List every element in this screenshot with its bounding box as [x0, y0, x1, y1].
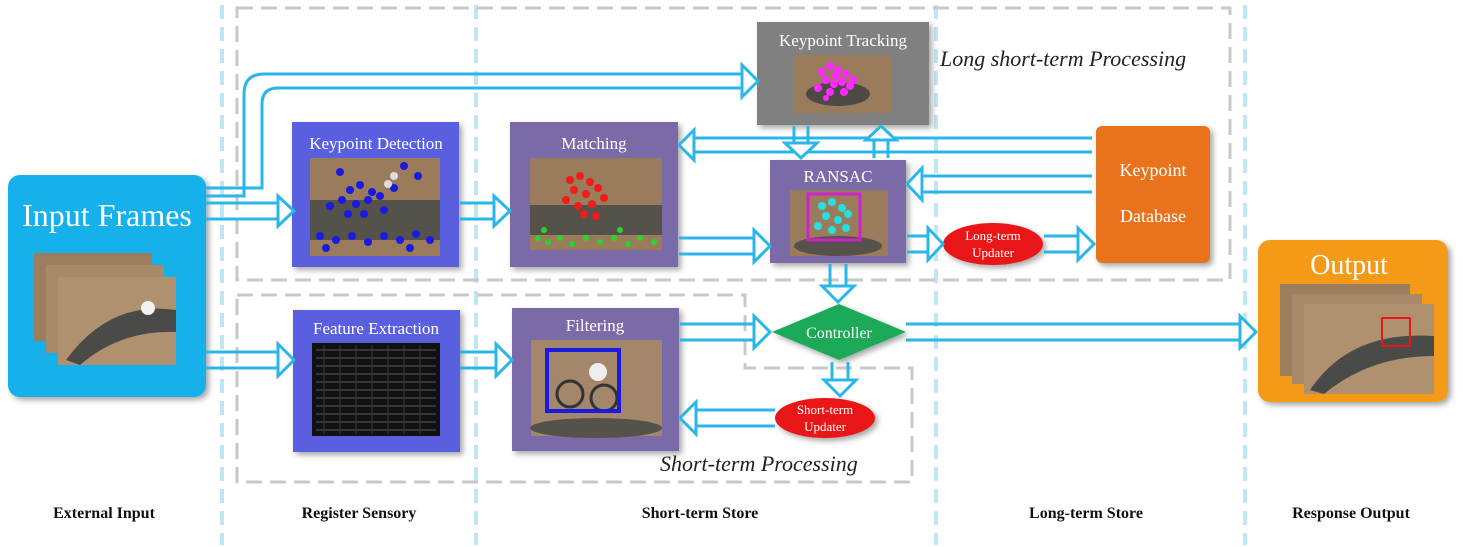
keypoint-database-title-line2: Database [1120, 206, 1186, 226]
feature-extraction-image [312, 343, 440, 436]
short-term-updater-line2: Updater [804, 419, 847, 434]
column-label-register-sensory: Register Sensory [301, 505, 417, 522]
matching-image [530, 158, 662, 250]
long-short-term-region [235, 6, 1232, 282]
long-term-updater-line2: Updater [972, 245, 1015, 260]
controller-node [772, 304, 906, 360]
column-label-response-output: Response Output [1292, 505, 1410, 522]
keypoint-database-node [1096, 126, 1210, 263]
flow-arrows [206, 61, 1259, 438]
ransac-title: RANSAC [804, 167, 873, 186]
column-label-short-term-store: Short-term Store [641, 505, 759, 522]
long-term-updater-node [943, 223, 1043, 265]
keypoint-detection-image [310, 158, 440, 256]
feature-extraction-title: Feature Extraction [313, 319, 440, 338]
input-frames-thumbnails [34, 253, 176, 365]
column-label-external-input: External Input [53, 505, 155, 522]
matching-title: Matching [561, 134, 627, 153]
column-separators [220, 5, 1247, 545]
keypoint-tracking-title: Keypoint Tracking [779, 31, 907, 50]
short-term-region-label: Short-term Processing [660, 451, 858, 476]
input-frames-title: Input Frames [22, 197, 192, 233]
controller-title: Controller [806, 325, 872, 342]
filtering-image [530, 340, 662, 438]
short-term-updater-node [775, 398, 875, 438]
keypoint-detection-title: Keypoint Detection [309, 134, 443, 153]
ransac-image [790, 190, 888, 256]
short-term-updater-line1: Short-term [797, 402, 853, 417]
long-short-term-region-label: Long short-term Processing [940, 46, 1187, 71]
keypoint-database-title-line1: Keypoint [1120, 160, 1187, 180]
output-title: Output [1310, 250, 1388, 281]
long-term-updater-line1: Long-term [965, 228, 1021, 243]
short-term-region [235, 293, 914, 484]
region-borders [235, 6, 1232, 484]
filtering-title: Filtering [566, 316, 625, 335]
column-label-long-term-store: Long-term Store [1029, 505, 1143, 522]
output-thumbnails [1280, 284, 1434, 394]
keypoint-tracking-image [793, 55, 892, 113]
